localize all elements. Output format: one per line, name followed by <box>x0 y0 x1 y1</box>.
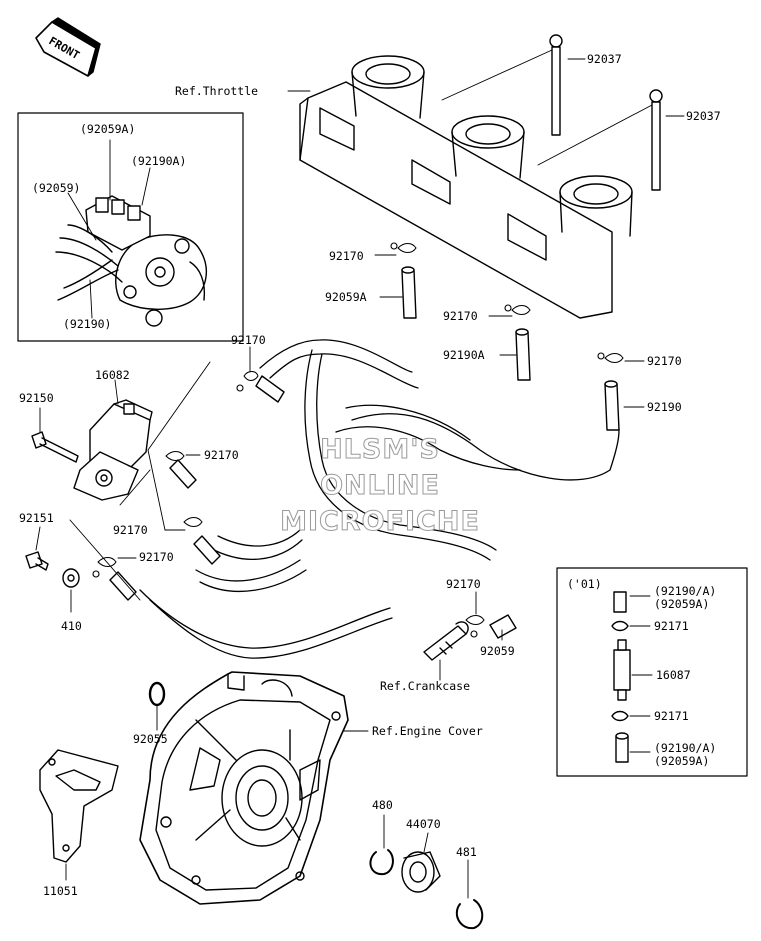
variant-bottom-ref-1: (92190/A) <box>654 741 717 755</box>
label-481: 481 <box>456 845 477 859</box>
label-inset-92190A: (92190A) <box>131 154 187 168</box>
label-44070: 44070 <box>406 817 441 831</box>
variant-parts-drawing <box>611 591 631 763</box>
inset-leader-lines <box>67 139 151 319</box>
variant-part-16087: 16087 <box>656 668 691 682</box>
front-arrow-icon: FRONT <box>35 17 101 77</box>
label-92170-1: 92170 <box>329 249 364 263</box>
watermark-line-3: MICROFICHE <box>280 506 480 538</box>
label-92151: 92151 <box>19 511 54 525</box>
label-92059: 92059 <box>480 644 515 658</box>
engine-cover-drawing <box>139 671 349 905</box>
variant-box <box>556 567 748 777</box>
label-92150: 92150 <box>19 391 54 405</box>
label-92190A: 92190A <box>443 348 485 362</box>
label-92170-3: 92170 <box>647 354 682 368</box>
label-92059A: 92059A <box>325 290 367 304</box>
label-480: 480 <box>372 798 393 812</box>
variant-top-ref-2: (92059A) <box>654 597 710 611</box>
label-410: 410 <box>61 619 82 633</box>
pump-assembly-drawing <box>73 399 153 501</box>
label-11051: 11051 <box>43 884 78 898</box>
label-92055: 92055 <box>133 732 168 746</box>
bearing-drawing <box>369 849 484 930</box>
variant-bottom-ref-2: (92059A) <box>654 754 710 768</box>
label-92037-top: 92037 <box>587 52 622 66</box>
variant-clamp-1: 92171 <box>654 619 689 633</box>
variant-year: ('01) <box>567 577 602 591</box>
label-inset-92190: (92190) <box>63 317 112 331</box>
leader-lines <box>35 58 685 899</box>
label-inset-92059: (92059) <box>32 181 81 195</box>
bracket-drawing <box>39 749 119 863</box>
label-92170-7: 92170 <box>139 550 174 564</box>
label-92170-5: 92170 <box>204 448 239 462</box>
label-92170-2: 92170 <box>443 309 478 323</box>
watermark-line-2: ONLINE <box>320 470 440 502</box>
inset-box <box>17 112 244 342</box>
label-92037-bottom: 92037 <box>686 109 721 123</box>
extension-lines <box>69 49 653 601</box>
hose-routing-drawing <box>139 339 620 659</box>
label-ref-engine-cover: Ref.Engine Cover <box>372 724 483 738</box>
variant-clamp-2: 92171 <box>654 709 689 723</box>
clamp-strap-drawing <box>549 34 663 191</box>
variant-top-ref-1: (92190/A) <box>654 584 717 598</box>
label-ref-throttle: Ref.Throttle <box>175 84 259 98</box>
o-ring-drawing <box>148 681 166 707</box>
label-92190: 92190 <box>647 400 682 414</box>
label-92170-8: 92170 <box>446 577 481 591</box>
watermark-line-1: HLSM'S <box>320 434 440 466</box>
label-92170-4: 92170 <box>231 333 266 347</box>
fasteners-drawing <box>25 431 80 588</box>
tube-parts-drawing <box>109 266 620 639</box>
label-inset-92059A: (92059A) <box>80 122 136 136</box>
label-92170-6: 92170 <box>113 523 148 537</box>
throttle-body-drawing <box>299 55 633 319</box>
label-16082: 16082 <box>95 368 130 382</box>
crankcase-fitting-drawing <box>423 621 469 661</box>
label-ref-crankcase: Ref.Crankcase <box>380 679 471 693</box>
inset-assembly-drawing <box>55 195 207 327</box>
